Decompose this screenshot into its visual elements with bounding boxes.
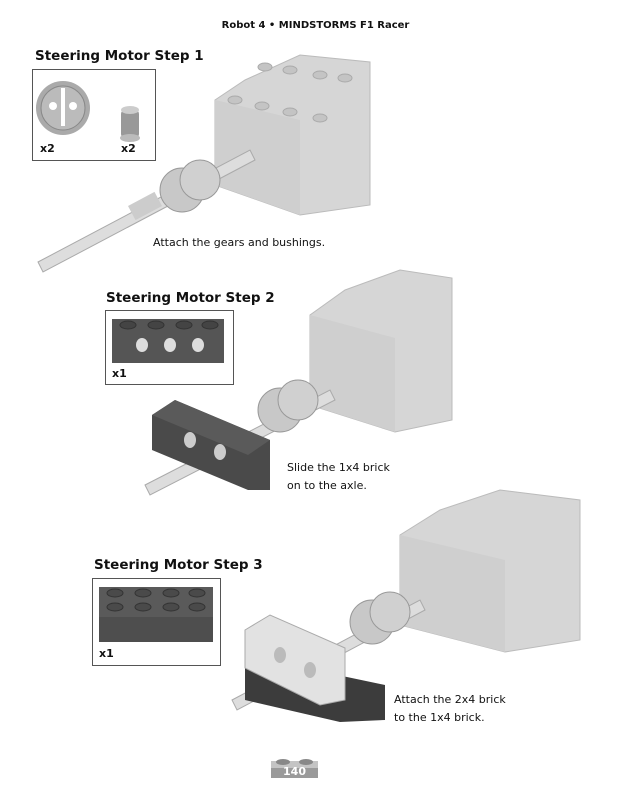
step-1-caption: Attach the gears and bushings. — [153, 236, 326, 249]
lego-plate-icon — [271, 759, 318, 778]
gear-quantity: x2 — [40, 142, 55, 155]
step-1-parts-box: x2 x2 — [32, 69, 156, 161]
running-header: Robot 4 • MINDSTORMS F1 Racer — [221, 20, 410, 31]
step-3-caption-line-2: to the 1x4 brick. — [394, 711, 485, 724]
step-2-caption-line-2: on to the axle. — [287, 479, 367, 492]
technic-brick-1x4-icon — [112, 319, 224, 363]
bushing-icon — [120, 106, 140, 142]
brick-quantity: x1 — [99, 647, 114, 660]
page-number: 140 — [283, 765, 306, 778]
step-3-parts-box: x1 — [92, 578, 221, 666]
step-3-title: Steering Motor Step 3 — [94, 557, 263, 573]
step-2-title: Steering Motor Step 2 — [106, 290, 275, 306]
bushing-quantity: x2 — [121, 142, 136, 155]
step-2-caption-line-1: Slide the 1x4 brick — [287, 461, 390, 474]
gear-icon — [36, 81, 90, 135]
step-2-parts-box: x1 — [105, 310, 234, 385]
page-number-badge: 140 — [271, 757, 318, 778]
brick-quantity: x1 — [112, 367, 127, 380]
step-3-caption-line-1: Attach the 2x4 brick — [394, 693, 506, 706]
step-1-title: Steering Motor Step 1 — [35, 48, 204, 64]
brick-2x4-icon — [99, 587, 213, 642]
